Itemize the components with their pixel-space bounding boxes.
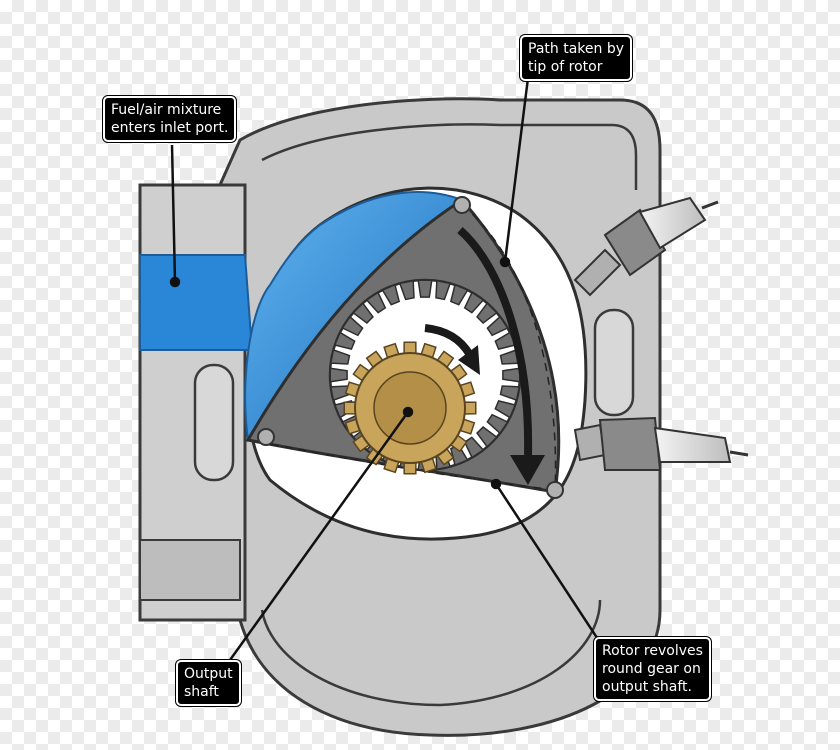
gear-tooth [329, 348, 351, 365]
gear-tooth [476, 302, 498, 324]
gear-tooth [352, 302, 374, 324]
gear-tooth [449, 283, 469, 306]
output-leader-dot [402, 406, 414, 418]
gear-tooth [417, 279, 433, 298]
gear-tooth [499, 385, 521, 402]
gear-tooth [329, 367, 348, 383]
gear-tooth [381, 283, 401, 306]
gear-tooth [333, 331, 356, 351]
gear-tooth [435, 279, 452, 301]
inlet-callout: Fuel/air mixture enters inlet port. [103, 96, 237, 142]
rotor-leader-dot [490, 478, 502, 490]
path-callout-line2: tip of rotor [528, 59, 603, 75]
path-leader-line [503, 77, 530, 263]
apex-seal [546, 481, 564, 499]
output-callout: Output shaft [176, 660, 241, 706]
gear-tooth [494, 399, 517, 419]
apex-seal [257, 428, 275, 446]
tip-direction-arrow [457, 227, 533, 456]
rotor-callout-line1: Rotor revolves [602, 643, 703, 659]
rotation-arrowhead [458, 345, 480, 375]
gear-tooth [486, 315, 509, 337]
gear-tooth [341, 315, 364, 337]
rotor-callout: Rotor revolves round gear on output shaf… [594, 637, 711, 701]
gear-tooth [463, 291, 485, 314]
rotation-arrow [424, 324, 474, 358]
path-callout-line1: Path taken by [528, 41, 624, 57]
inlet-callout-line2: enters inlet port. [111, 120, 229, 136]
apex-seal [453, 196, 471, 214]
inlet-callout-line1: Fuel/air mixture [111, 102, 222, 118]
gear-tooth [365, 291, 387, 314]
gear-tooth [476, 426, 498, 448]
rotor-callout-line3: output shaft. [602, 679, 692, 695]
output-callout-line1: Output [184, 666, 233, 682]
gear-tooth [449, 444, 469, 467]
rotor-tip-path [249, 204, 557, 491]
gear-tooth [398, 279, 415, 301]
output-leader-line [228, 411, 410, 661]
tip-direction-arrowhead [510, 455, 545, 485]
inlet-leader-line [170, 144, 177, 283]
rotor-leader-line [494, 483, 607, 651]
rotor-callout-line2: round gear on [602, 661, 701, 677]
path-leader-dot [499, 256, 511, 268]
path-callout: Path taken by tip of rotor [520, 35, 632, 81]
output-callout-line2: shaft [184, 684, 219, 700]
inlet-leader-dot [169, 276, 181, 288]
spark-plug-lower [573, 416, 749, 471]
gear-tooth [486, 413, 509, 435]
gear-tooth [502, 367, 521, 383]
spark-plug-upper [573, 196, 719, 297]
